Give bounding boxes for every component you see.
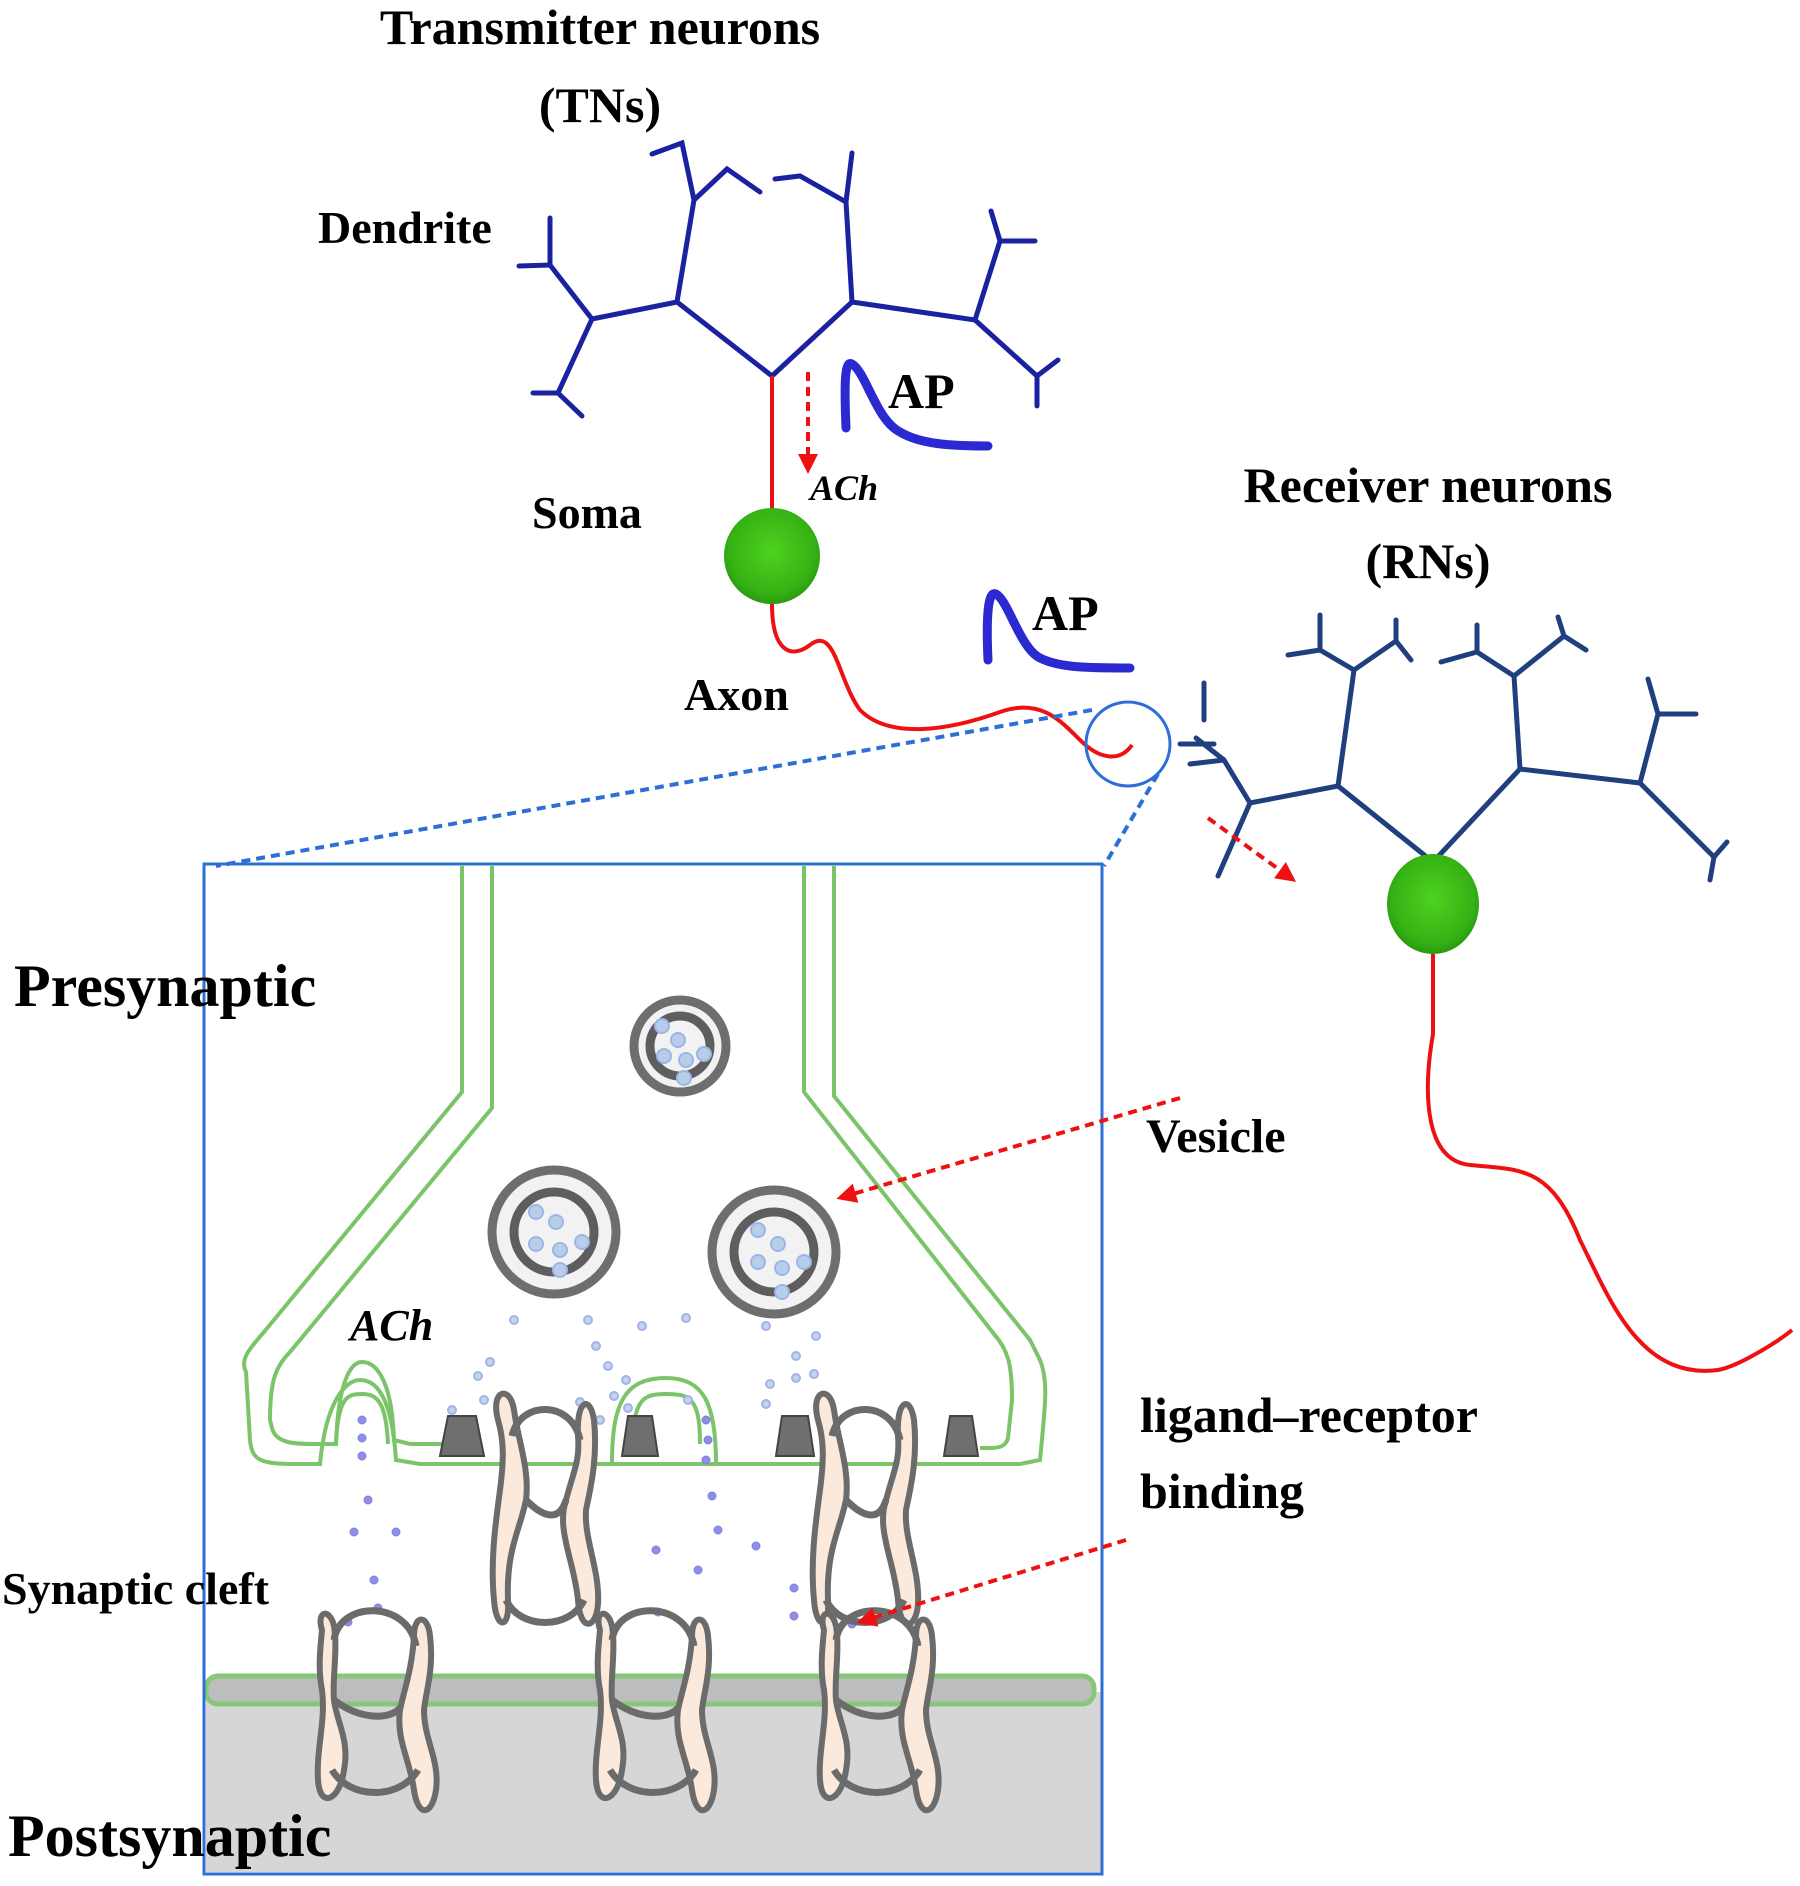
- ach-label-top: ACh: [808, 468, 878, 508]
- vesicle: [707, 1185, 841, 1319]
- rn-title: Receiver neurons: [1244, 457, 1613, 513]
- tn-title-abbrev: (TNs): [539, 77, 661, 133]
- tn-dendrites: [516, 139, 1061, 419]
- vesicle-label: Vesicle: [1146, 1110, 1286, 1163]
- vesicle-pointer-arrow: [836, 1096, 1181, 1203]
- rn-title-abbrev: (RNs): [1366, 533, 1491, 589]
- vesicle: [629, 995, 731, 1097]
- tn-axon: [770, 603, 1134, 759]
- receptor-postsynaptic: [314, 1607, 440, 1814]
- tn-soma: [724, 508, 820, 604]
- rn-soma: [1387, 854, 1479, 954]
- transporter: [942, 1415, 980, 1457]
- axon-label: Axon: [684, 669, 789, 720]
- soma-label: Soma: [532, 487, 642, 538]
- receptor-presynaptic: [489, 1390, 602, 1627]
- transporter: [620, 1415, 660, 1457]
- ap-waveform-top: [840, 359, 993, 451]
- presynaptic-membrane: [242, 866, 1048, 1466]
- receptor-presynaptic: [809, 1390, 922, 1627]
- presynaptic-label: Presynaptic: [14, 953, 316, 1019]
- zoom-connector-left: [215, 708, 1093, 868]
- ap-label-top: AP: [888, 363, 955, 419]
- vesicle: [487, 1165, 621, 1299]
- receiver-neuron: Receiver neurons (RNs): [1177, 457, 1794, 1373]
- transporter: [438, 1415, 486, 1457]
- zoom-connector-right: [1102, 772, 1160, 868]
- ap-label-mid: AP: [1032, 585, 1099, 641]
- binding-label: binding: [1140, 1463, 1304, 1519]
- ligand-receptor-label: ligand–receptor: [1140, 1387, 1478, 1443]
- synapse-inset: ACh: [202, 862, 1181, 1876]
- rn-dendrites: [1177, 612, 1730, 883]
- transporter: [774, 1415, 816, 1457]
- rn-axon: [1425, 954, 1794, 1373]
- inset-border: [202, 862, 1104, 1876]
- postsynaptic-region: [206, 1692, 1102, 1872]
- rn-signal-arrow: [1206, 816, 1297, 882]
- tn-title: Transmitter neurons: [380, 0, 820, 55]
- receptor-postsynaptic: [592, 1607, 718, 1814]
- binding-pointer-arrow: [856, 1538, 1127, 1627]
- postsynaptic-label: Postsynaptic: [8, 1803, 331, 1869]
- dendrite-label: Dendrite: [318, 202, 492, 253]
- synaptic-cleft-label: Synaptic cleft: [2, 1563, 270, 1614]
- ach-label-inset: ACh: [347, 1301, 433, 1350]
- synapse-zoom-circle: [1084, 700, 1172, 788]
- transmitter-neuron: Transmitter neurons (TNs) Dendrite AP AC…: [318, 0, 1135, 759]
- ap-waveform-mid: [982, 589, 1135, 673]
- receptor-postsynaptic: [816, 1607, 942, 1814]
